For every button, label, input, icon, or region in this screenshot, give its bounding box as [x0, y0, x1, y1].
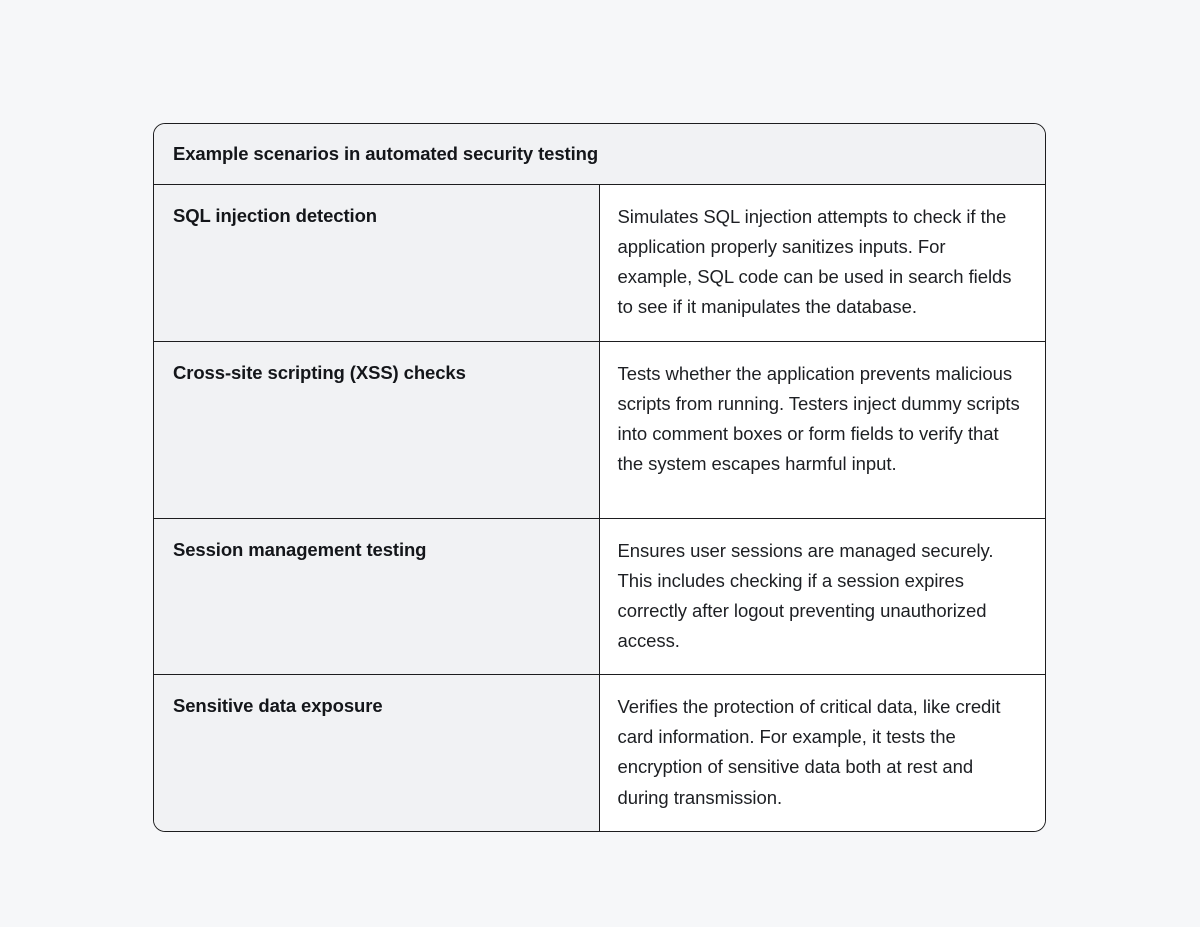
scenario-description-cell: Verifies the protection of critical data…	[599, 675, 1045, 831]
scenario-description-cell: Tests whether the application prevents m…	[599, 341, 1045, 519]
table-row: Session management testing Ensures user …	[154, 518, 1045, 676]
scenario-description-cell: Simulates SQL injection attempts to chec…	[599, 185, 1045, 342]
scenario-name-cell: SQL injection detection	[154, 185, 600, 342]
table-row: SQL injection detection Simulates SQL in…	[154, 185, 1045, 342]
scenario-name-cell: Cross-site scripting (XSS) checks	[154, 341, 600, 519]
scenario-table-container: Example scenarios in automated security …	[153, 123, 1046, 832]
scenario-name-cell: Session management testing	[154, 518, 600, 676]
scenario-name-cell: Sensitive data exposure	[154, 675, 600, 831]
table-body: SQL injection detection Simulates SQL in…	[154, 185, 1045, 831]
scenario-description-cell: Ensures user sessions are managed secure…	[599, 518, 1045, 676]
table-title: Example scenarios in automated security …	[154, 124, 1045, 185]
scenario-table: Example scenarios in automated security …	[153, 123, 1046, 832]
table-row: Cross-site scripting (XSS) checks Tests …	[154, 341, 1045, 519]
table-header-row: Example scenarios in automated security …	[154, 124, 1045, 185]
table-row: Sensitive data exposure Verifies the pro…	[154, 675, 1045, 831]
table-header: Example scenarios in automated security …	[154, 124, 1045, 185]
